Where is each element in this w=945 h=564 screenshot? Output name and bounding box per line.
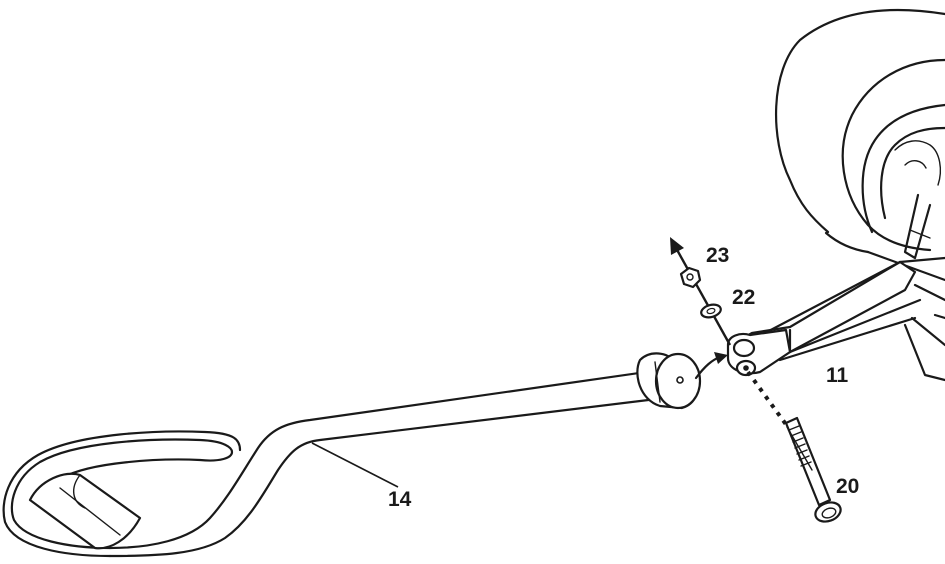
bolt-axis-line [670, 237, 792, 432]
label-23: 23 [706, 244, 729, 267]
label-11: 11 [826, 364, 849, 387]
nut [679, 266, 702, 289]
label-22: 22 [732, 286, 755, 309]
wheel [774, 8, 945, 260]
bolt [784, 416, 842, 523]
label-20: 20 [836, 475, 859, 498]
insert-arrow-icon [694, 352, 728, 380]
arrow-up-icon [670, 237, 684, 255]
label-14: 14 [388, 488, 412, 511]
washer [700, 303, 722, 319]
handle [2, 352, 702, 558]
tow-arm [726, 260, 922, 377]
leader-line-14 [311, 442, 399, 488]
